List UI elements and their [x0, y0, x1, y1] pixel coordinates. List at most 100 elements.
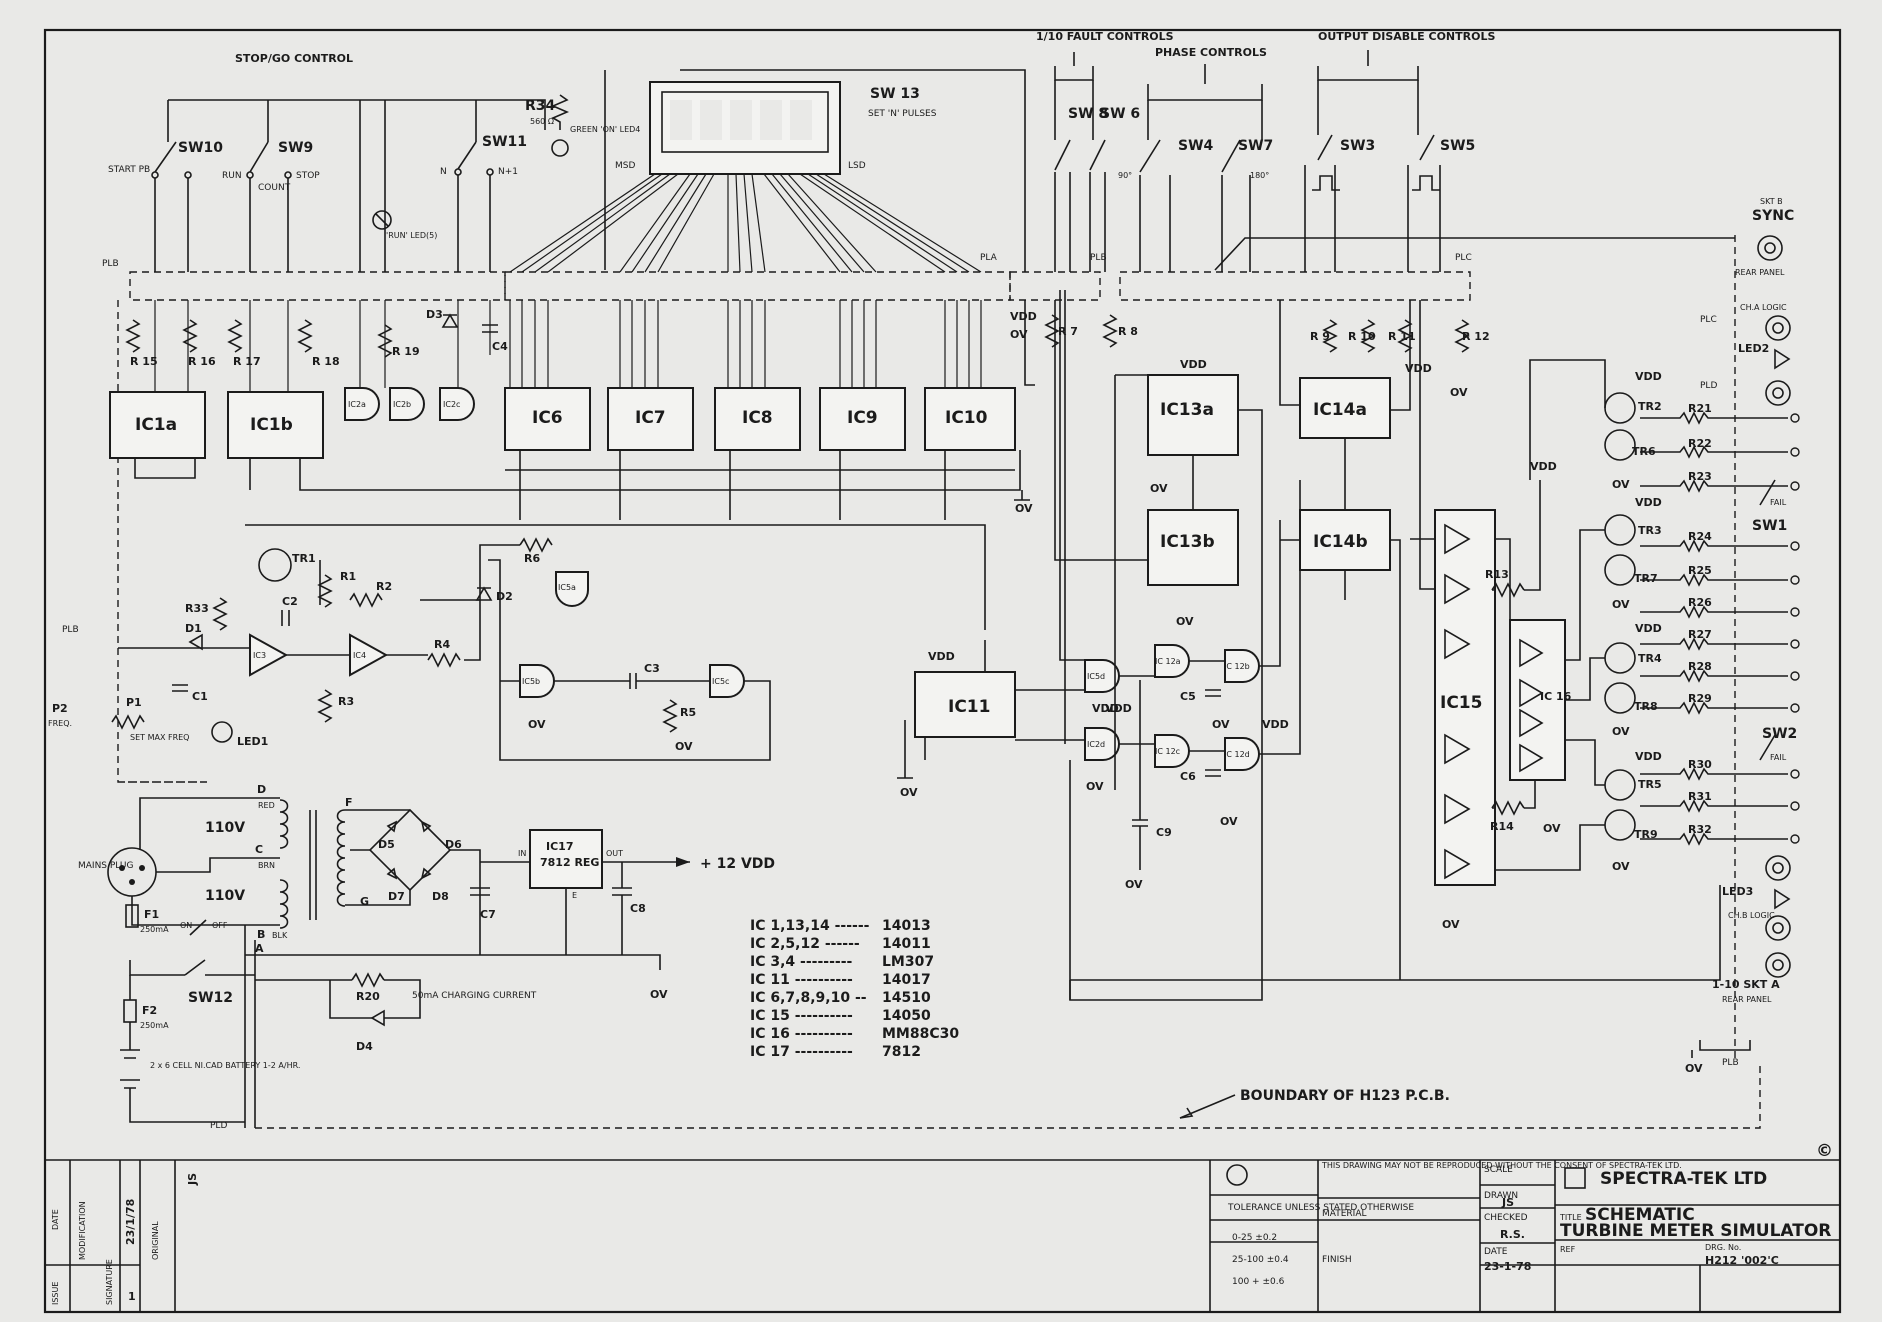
- r15: R 15: [125, 319, 158, 368]
- schematic-label: REAR PANEL: [1722, 995, 1772, 1004]
- schematic-label: SKT B: [1760, 197, 1783, 206]
- ch-a-line-socket[interactable]: [1765, 380, 1791, 406]
- r14: R14: [1490, 800, 1525, 833]
- schematic-label: IC 12a: [1155, 657, 1181, 666]
- schematic-label: R24: [1688, 530, 1712, 543]
- schematic-label: R27: [1688, 628, 1712, 641]
- ov-ic16: OV: [1543, 822, 1561, 835]
- schematic-label: FAIL: [1770, 753, 1787, 762]
- r28: R28: [1688, 660, 1712, 673]
- schematic-label: E: [572, 891, 577, 900]
- sw3-switch[interactable]: SW3: [1317, 134, 1375, 161]
- schematic-label: 180°: [1250, 171, 1269, 180]
- sw5-switch[interactable]: SW5: [1419, 134, 1475, 161]
- date-label: DATE: [1484, 1247, 1508, 1257]
- schematic-label: START PB: [108, 165, 150, 175]
- sync-socket[interactable]: SYNC SKT B REAR PANEL: [1735, 197, 1794, 277]
- r34-label: R34: [525, 98, 556, 114]
- r30: R30: [1688, 758, 1712, 771]
- schematic-label: DATE: [51, 1209, 60, 1230]
- sw13-thumbwheel[interactable]: SW 13 SET 'N' PULSES MSD LSD: [615, 81, 937, 175]
- vdd-tr2: VDD: [1635, 370, 1662, 383]
- ic13b: IC13b: [1147, 509, 1239, 586]
- schematic-label: 90°: [1118, 171, 1132, 180]
- schematic-label: TR7: [1634, 572, 1658, 585]
- schematic-label: TR1: [292, 552, 316, 565]
- pld-label: PLD: [1700, 381, 1717, 391]
- vdd-tr5: VDD: [1635, 750, 1662, 763]
- sw8-switch[interactable]: SW 8: [1054, 106, 1108, 171]
- node-f: F: [345, 796, 353, 809]
- ic2d-gate: IC2d: [1084, 727, 1120, 761]
- ov-ic13a: OV: [1150, 482, 1168, 495]
- r18: R 18: [297, 319, 340, 368]
- schematic-label: LED1: [237, 735, 268, 748]
- schematic-label: IC 12b: [1224, 662, 1250, 671]
- revision-block: ISSUE DATE MODIFICATION SIGNATURE 23/1/7…: [44, 1160, 199, 1312]
- schematic-label: SW1: [1752, 518, 1787, 534]
- r10: R 10: [1348, 319, 1376, 353]
- title-label: TITLE: [1559, 1213, 1582, 1222]
- ch-a-socket[interactable]: CH.A LOGIC: [1740, 303, 1791, 341]
- off-label: OFF: [212, 921, 228, 930]
- ov-ic5b: OV: [528, 718, 546, 731]
- ov-r12: OV: [1450, 386, 1468, 399]
- sw12-switch[interactable]: SW12: [184, 959, 233, 1006]
- schematic-label: TR8: [1634, 700, 1658, 713]
- r3: R3: [317, 689, 354, 723]
- sw4-switch[interactable]: SW4 90°: [1118, 138, 1214, 180]
- schematic-label: C5: [1180, 690, 1196, 703]
- tolerance: TOLERANCE UNLESS STATED OTHERWISE: [1227, 1203, 1414, 1213]
- schematic-label: RUN: [222, 171, 242, 181]
- ic2a-gate: IC2a: [344, 387, 380, 421]
- vdd-ic14a: VDD: [1405, 362, 1432, 375]
- c6: C6: [1180, 769, 1221, 783]
- schematic-label: SW4: [1178, 138, 1214, 154]
- supply-output: + 12 VDD: [700, 856, 775, 872]
- ic5d-gate: IC5d: [1084, 659, 1120, 693]
- led3: LED3: [1722, 885, 1791, 910]
- plc-label-2: PLC: [1700, 315, 1717, 325]
- schematic-label: N: [440, 167, 447, 177]
- sw6-switch[interactable]: SW 6: [1089, 106, 1140, 171]
- tr1: TR1: [258, 548, 316, 582]
- title-line-1: SCHEMATIC: [1585, 1205, 1695, 1225]
- drawing-border: [43, 28, 1842, 1314]
- schematic-label: IC1a: [135, 415, 177, 435]
- r33: R33: [185, 597, 228, 631]
- p1: P1: [111, 696, 145, 730]
- schematic-label: 250mA: [140, 925, 169, 934]
- plb-label: PLB: [102, 259, 119, 269]
- schematic-label: MSD: [615, 161, 635, 171]
- schematic-label: R3: [338, 695, 354, 708]
- schematic-label: 7812 REG: [540, 856, 599, 869]
- ic5c-gate: IC5c: [709, 664, 745, 698]
- vdd-ic11: VDD: [928, 650, 955, 663]
- schematic-label: P2: [52, 702, 68, 715]
- schematic-label: TR2: [1638, 400, 1662, 413]
- schematic-label: 'RUN' LED(5): [386, 231, 437, 240]
- plb-label-2: PLB: [1090, 253, 1107, 263]
- boundary-label: BOUNDARY OF H123 P.C.B.: [1240, 1088, 1450, 1104]
- led1: LED1: [211, 721, 268, 748]
- company-name: SPECTRA-TEK LTD: [1600, 1169, 1767, 1189]
- schematic-label: P1: [126, 696, 142, 709]
- schematic-label: IC17: [546, 840, 573, 853]
- schematic-label: JS: [186, 1173, 199, 1186]
- tol-row-2: 25-100 ±0.4: [1232, 1255, 1289, 1265]
- skt-a-socket[interactable]: 1-10 SKT A REAR PANEL: [1712, 952, 1791, 1004]
- schematic-label: SW3: [1340, 138, 1375, 154]
- schematic-label: SW9: [278, 140, 313, 156]
- finish-label: FINISH: [1322, 1255, 1352, 1265]
- ch-b-socket[interactable]: CH.B LOGIC: [1728, 911, 1791, 941]
- schematic-label: IC2b: [393, 400, 411, 409]
- schematic-label: SW 13: [870, 86, 920, 102]
- ch-b-line-socket[interactable]: [1765, 855, 1791, 881]
- vdd-ic12d: VDD: [1262, 718, 1289, 731]
- r2: R2: [349, 580, 392, 608]
- ov-c9: OV: [1125, 878, 1143, 891]
